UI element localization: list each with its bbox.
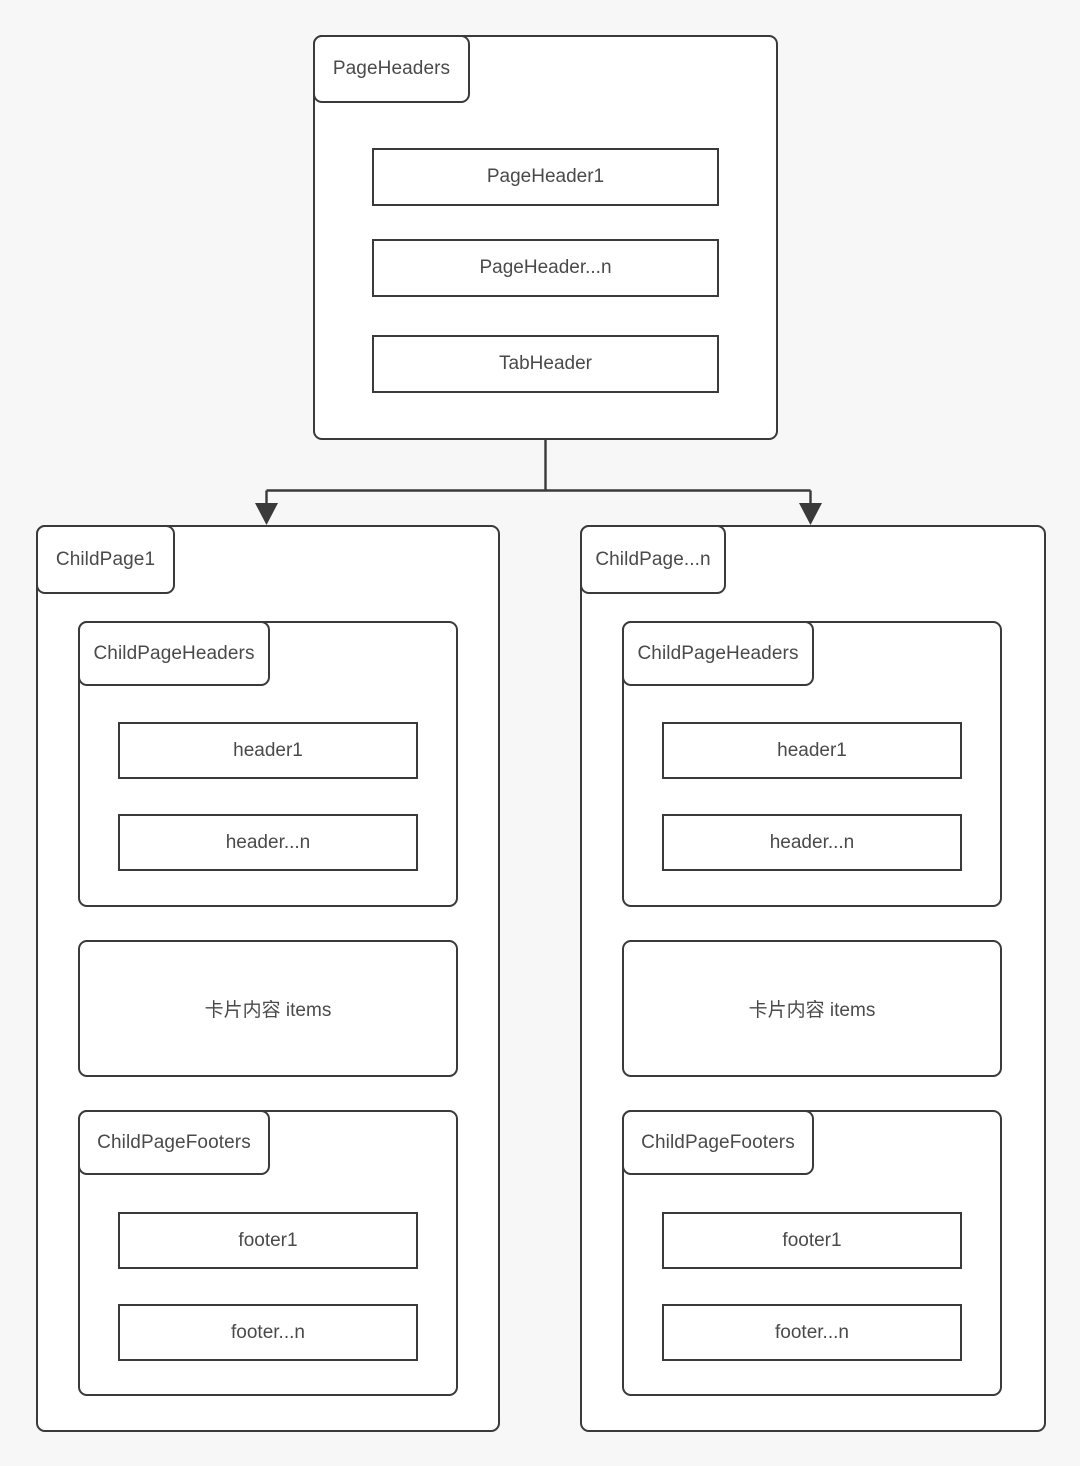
group-label-child-1-page-headers[interactable]: ChildPageHeaders xyxy=(78,621,270,686)
card-label: 卡片内容 items xyxy=(748,1000,876,1021)
card-label: 卡片内容 items xyxy=(204,1000,332,1021)
item-label: PageHeader...n xyxy=(479,257,612,278)
group-label-child-page-1[interactable]: ChildPage1 xyxy=(36,525,175,594)
item-child-1-footer-n[interactable]: footer...n xyxy=(118,1304,418,1361)
group-label-child-1-page-footers[interactable]: ChildPageFooters xyxy=(78,1110,270,1175)
item-label: TabHeader xyxy=(499,353,592,374)
group-label-child-page-n[interactable]: ChildPage...n xyxy=(580,525,726,594)
group-label-text: ChildPage...n xyxy=(595,548,711,570)
group-label-page-headers[interactable]: PageHeaders xyxy=(313,35,470,103)
item-child-1-footer-1[interactable]: footer1 xyxy=(118,1212,418,1269)
item-page-header-n[interactable]: PageHeader...n xyxy=(372,239,719,297)
group-label-child-n-page-footers[interactable]: ChildPageFooters xyxy=(622,1110,814,1175)
item-child-n-header-n[interactable]: header...n xyxy=(662,814,962,871)
item-label: header...n xyxy=(225,831,311,853)
item-label: header1 xyxy=(233,739,303,761)
card-child-1-content[interactable]: 卡片内容 items xyxy=(78,940,458,1077)
item-label: footer1 xyxy=(238,1229,298,1251)
item-child-n-header-1[interactable]: header1 xyxy=(662,722,962,779)
item-label: footer...n xyxy=(231,1321,305,1343)
group-label-text: ChildPageHeaders xyxy=(637,642,799,664)
item-child-1-header-1[interactable]: header1 xyxy=(118,722,418,779)
group-label-child-n-page-headers[interactable]: ChildPageHeaders xyxy=(622,621,814,686)
item-child-n-footer-1[interactable]: footer1 xyxy=(662,1212,962,1269)
item-label: header...n xyxy=(769,831,855,853)
arrowhead-left-icon xyxy=(255,503,278,525)
item-label: footer...n xyxy=(775,1321,849,1343)
item-label: PageHeader1 xyxy=(486,166,605,187)
card-child-n-content[interactable]: 卡片内容 items xyxy=(622,940,1002,1077)
group-label-text: PageHeaders xyxy=(332,58,451,79)
group-label-text: ChildPageFooters xyxy=(97,1131,251,1153)
group-label-text: ChildPageHeaders xyxy=(93,642,255,664)
group-label-text: ChildPageFooters xyxy=(641,1131,795,1153)
item-label: footer1 xyxy=(782,1229,842,1251)
group-label-text: ChildPage1 xyxy=(55,548,156,570)
arrowhead-right-icon xyxy=(799,503,822,525)
item-page-header-1[interactable]: PageHeader1 xyxy=(372,148,719,206)
item-label: header1 xyxy=(777,739,847,761)
item-tab-header[interactable]: TabHeader xyxy=(372,335,719,393)
item-child-n-footer-n[interactable]: footer...n xyxy=(662,1304,962,1361)
item-child-1-header-n[interactable]: header...n xyxy=(118,814,418,871)
